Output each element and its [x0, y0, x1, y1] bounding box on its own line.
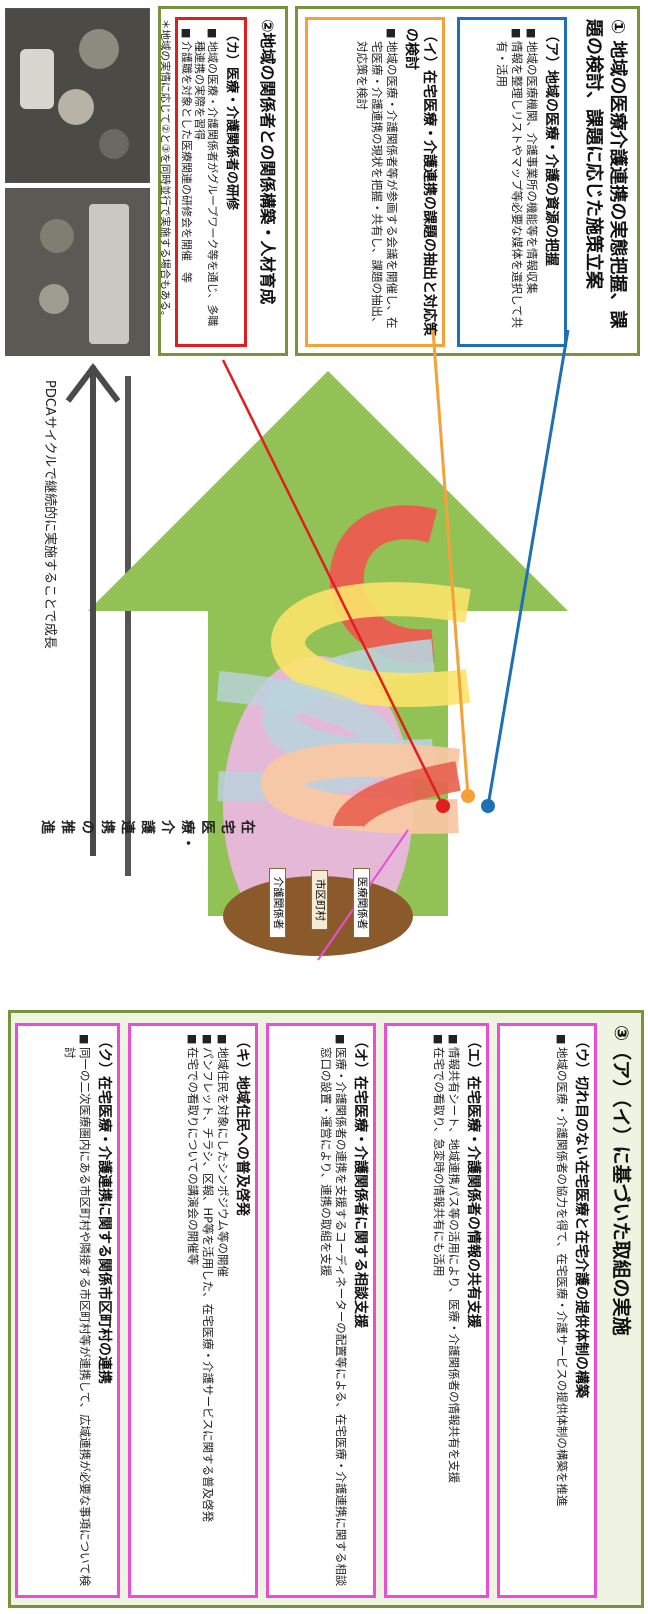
line-red: [221, 359, 445, 807]
spiral-yellow: [271, 582, 471, 707]
spiral-red: [329, 505, 438, 664]
box-o-item-1: 医療・介護関係者の連携を支援するコーディネーターの配置等による、在宅医療・介護連…: [318, 1034, 348, 1587]
pdca-label: PDCAサイクルで継続的に実施することで成長: [42, 380, 57, 649]
box-ki: （キ）地域住民への普及啓発 地域住民を対象にしたシンポジウム等の開催 パンフレッ…: [128, 1023, 258, 1598]
line-blue: [486, 329, 570, 807]
box-ki-item-1: 地域住民を対象にしたシンポジウム等の開催: [215, 1034, 230, 1587]
box-ku-item-1: 同一の二次医療圏内にある市区町村や隣接する市区町村等が連携して、広域連携が必要な…: [62, 1034, 92, 1587]
section3-frame: ③（ア）（イ）に基づいた取組の実施 （ウ）切れ目のない在宅医療と在宅介護の提供体…: [8, 1010, 644, 1608]
box-ku-heading: （ク）在宅医療・介護連携に関する関係市区町村の連携: [96, 1034, 112, 1384]
pdca-arrowhead: [65, 363, 121, 403]
arrow-label: 在宅医療・介護連携の推進: [39, 820, 255, 852]
line-orange: [431, 329, 470, 797]
ground-medical: 医療関係者: [353, 868, 370, 938]
ground-city: 市区町村: [311, 870, 328, 930]
box-e: （エ）在宅医療・介護関係者の情報の共有支援 情報共有シート、地域連携パス等の活用…: [384, 1023, 489, 1598]
box-ki-item-3: 在宅での看取りについての講演会の開催等: [185, 1034, 200, 1587]
center-diagram: [125, 376, 131, 876]
box-e-item-1: 情報共有シート、地域連携パス等の活用により、医療・介護関係者の情報共有を支援: [446, 1034, 461, 1587]
box-o: （オ）在宅医療・介護関係者に関する相談支援 医療・介護関係者の連携を支援するコー…: [266, 1023, 376, 1598]
box-ku: （ク）在宅医療・介護連携に関する関係市区町村の連携 同一の二次医療圏内にある市区…: [15, 1023, 120, 1598]
box-u: （ウ）切れ目のない在宅医療と在宅介護の提供体制の構築 地域の医療・介護関係者の協…: [497, 1023, 597, 1598]
ground-care: 介護関係者: [269, 868, 286, 938]
box-e-item-2: 在宅での看取り、急変時の情報共有にも活用: [431, 1034, 446, 1587]
box-u-heading: （ウ）切れ目のない在宅医療と在宅介護の提供体制の構築: [573, 1034, 589, 1398]
box-ki-heading: （キ）地域住民への普及啓発: [234, 1034, 250, 1216]
box-e-heading: （エ）在宅医療・介護関係者の情報の共有支援: [465, 1034, 481, 1328]
box-ki-item-2: パンフレット、チラシ、区報、HP等を活用した、在宅医療・介護サービスに関する普及…: [200, 1034, 215, 1587]
box-u-item-1: 地域の医療・介護関係者の協力を得て、在宅医療・介護サービスの提供体制の構築を推進: [554, 1034, 569, 1587]
section3-title: ③（ア）（イ）に基づいた取組の実施: [610, 1025, 632, 1336]
spiral-red-2: [333, 761, 461, 830]
box-o-heading: （オ）在宅医療・介護関係者に関する相談支援: [352, 1034, 368, 1328]
